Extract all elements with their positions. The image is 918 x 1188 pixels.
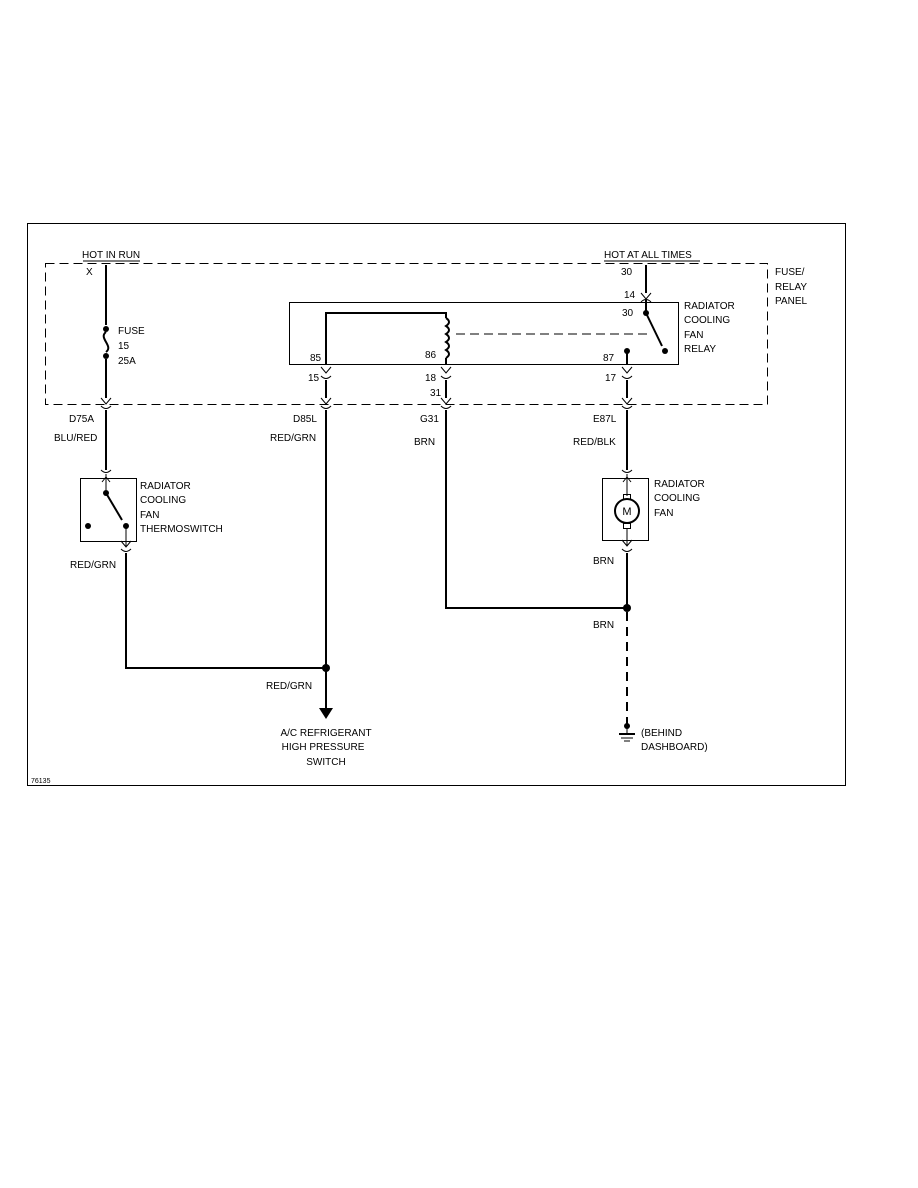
fuse-rating: 25A — [118, 356, 136, 367]
relay-pin-85: 85 — [310, 353, 322, 364]
panel-label-2: RELAY — [775, 282, 807, 293]
relay-pin-86: 86 — [425, 350, 437, 361]
thermoswitch-box — [80, 478, 137, 542]
fuse-symbol — [102, 326, 110, 359]
relay-label-1: RADIATOR — [684, 301, 735, 312]
hot-at-all-times-terminal: 30 — [621, 267, 633, 278]
wire-g31 — [445, 410, 627, 609]
hot-at-all-times-label: HOT AT ALL TIMES — [604, 250, 692, 261]
wire-thermo-to-ac — [125, 553, 326, 669]
connector-d75a-top — [100, 397, 112, 405]
ground-wire-color: BRN — [593, 620, 614, 631]
relay-label-4: RELAY — [684, 344, 716, 355]
wire-d75a-color: BLU/RED — [54, 433, 97, 444]
wire-d75a-id: D75A — [69, 414, 94, 425]
ac-switch-label-1: A/C REFRIGERANT — [280, 728, 371, 739]
thermoswitch-label-1: RADIATOR — [140, 481, 191, 492]
splice-ground — [623, 604, 631, 612]
ac-switch-arrow — [319, 708, 333, 719]
diagram-frame — [27, 223, 846, 786]
relay-pin-87: 87 — [603, 353, 615, 364]
relay-coil — [444, 317, 450, 359]
hot-in-run-label: HOT IN RUN — [82, 250, 140, 261]
ac-switch-label-2: HIGH PRESSURE — [282, 742, 365, 753]
connector-pin-31: 31 — [430, 388, 442, 399]
fan-label-1: RADIATOR — [654, 479, 705, 490]
wire-g31-id: G31 — [420, 414, 439, 425]
thermoswitch-label-3: FAN — [140, 510, 159, 521]
ac-feed-color: RED/GRN — [266, 681, 312, 692]
panel-label-3: PANEL — [775, 296, 807, 307]
figure-id: 76135 — [31, 778, 51, 785]
panel-label-1: FUSE/ — [775, 267, 805, 278]
ground-symbol — [619, 723, 635, 742]
fan-label-2: COOLING — [654, 493, 700, 504]
ground-location-1: (BEHIND — [641, 728, 682, 739]
fuse-label: FUSE — [118, 326, 145, 337]
wire-e87l-color: RED/BLK — [573, 437, 616, 448]
connector-pin-17: 17 — [605, 373, 617, 384]
connector-pin-18: 18 — [425, 373, 437, 384]
fan-out-color: BRN — [593, 556, 614, 567]
thermo-out-color: RED/GRN — [70, 560, 116, 571]
thermoswitch-label-4: THERMOSWITCH — [140, 524, 223, 535]
wire-d85l-color: RED/GRN — [270, 433, 316, 444]
relay-box — [289, 302, 679, 365]
wire-d85l-id: D85L — [293, 414, 317, 425]
wire-g31-color: BRN — [414, 437, 435, 448]
fan-label-3: FAN — [654, 508, 673, 519]
fuse-number: 15 — [118, 341, 130, 352]
relay-label-3: FAN — [684, 330, 703, 341]
ac-switch-label-3: SWITCH — [306, 757, 345, 768]
relay-label-2: COOLING — [684, 315, 730, 326]
wire-e87l-id: E87L — [593, 414, 617, 425]
relay-pin-30: 30 — [622, 308, 634, 319]
thermoswitch-label-2: COOLING — [140, 495, 186, 506]
connector-pin-15: 15 — [308, 373, 320, 384]
relay-supply-pin: 14 — [624, 290, 636, 301]
splice-ac-feed — [322, 664, 330, 672]
ground-location-2: DASHBOARD) — [641, 742, 708, 753]
connector-d75a-bottom — [100, 405, 112, 409]
fan-motor-letter: M — [622, 506, 631, 518]
fuse-relay-panel-boundary — [45, 263, 768, 405]
hot-in-run-terminal: X — [86, 267, 93, 278]
